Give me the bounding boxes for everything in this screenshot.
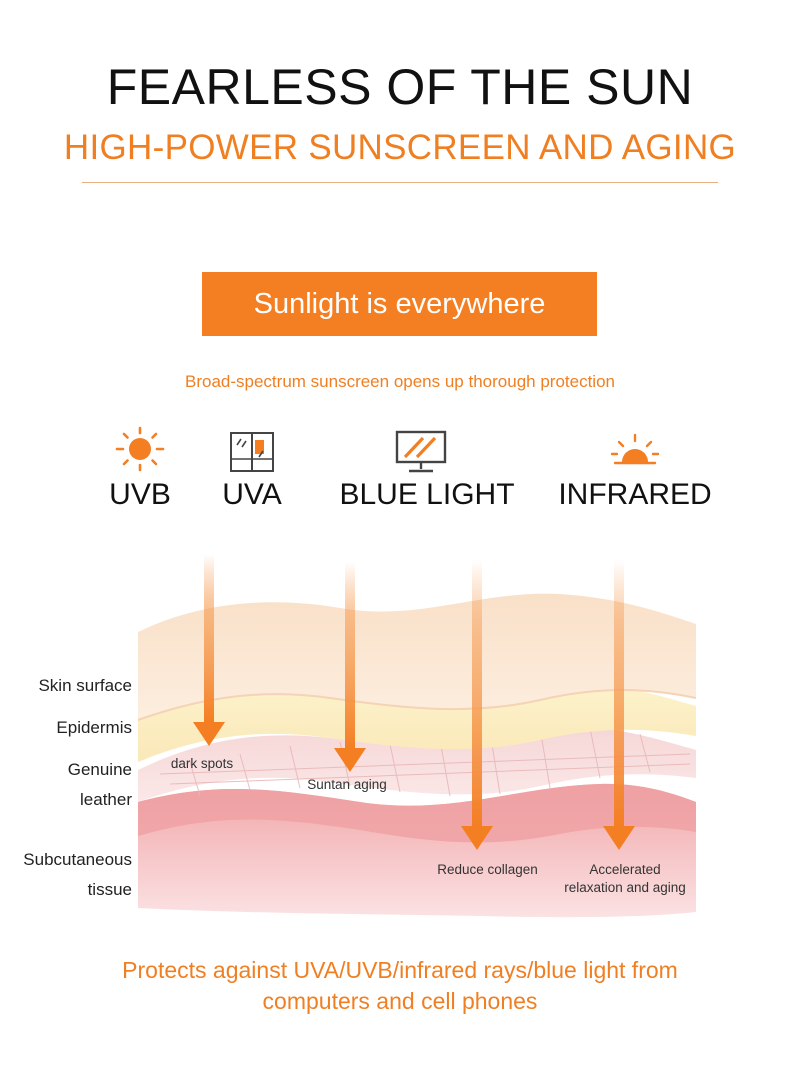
uva-ray bbox=[334, 562, 366, 772]
effect-relaxation-aging: relaxation and aging bbox=[564, 880, 686, 895]
footer-text: Protects against UVA/UVB/infrared rays/b… bbox=[0, 955, 800, 1017]
layer-label-epidermis: Epidermis bbox=[56, 718, 132, 737]
protection-tagline: Broad-spectrum sunscreen opens up thorou… bbox=[185, 372, 615, 391]
dermis-layer bbox=[138, 723, 696, 802]
page-subtitle: HIGH-POWER SUNSCREEN AND AGING bbox=[63, 128, 737, 167]
page-title: FEARLESS OF THE SUN bbox=[106, 59, 694, 115]
layer-label-subcutaneous: Subcutaneous bbox=[23, 850, 132, 869]
layer-label-genuine: Genuine bbox=[67, 760, 132, 779]
ray-label-uva: UVA bbox=[222, 478, 282, 511]
header-divider bbox=[82, 182, 718, 183]
window-icon bbox=[230, 432, 274, 472]
skin-layers-diagram bbox=[137, 554, 697, 918]
sunlight-banner: Sunlight is everywhere bbox=[202, 272, 597, 336]
effect-reduce-collagen: Reduce collagen bbox=[437, 862, 538, 877]
ray-label-infrared: INFRARED bbox=[558, 478, 712, 511]
monitor-icon bbox=[395, 430, 447, 473]
ray-label-uvb: UVB bbox=[109, 478, 171, 511]
epidermis-layer bbox=[138, 679, 696, 762]
sunrise-icon bbox=[610, 433, 660, 465]
sun-icon bbox=[115, 426, 165, 472]
uvb-ray bbox=[193, 554, 225, 746]
ray-label-blue-light: BLUE LIGHT bbox=[339, 478, 515, 511]
effect-suntan-aging: Suntan aging bbox=[307, 777, 387, 792]
layer-label-leather: leather bbox=[80, 790, 132, 809]
blue-light-ray bbox=[461, 560, 493, 850]
effect-dark-spots: dark spots bbox=[170, 756, 234, 771]
effect-accelerated: Accelerated bbox=[589, 862, 661, 877]
infrared-ray bbox=[603, 560, 635, 850]
footer-line-2: computers and cell phones bbox=[262, 988, 538, 1014]
layer-label-tissue: tissue bbox=[87, 880, 132, 899]
skin-surface-layer bbox=[138, 593, 696, 720]
footer-line-1: Protects against UVA/UVB/infrared rays/b… bbox=[122, 957, 678, 983]
layer-label-skin-surface: Skin surface bbox=[38, 676, 132, 695]
